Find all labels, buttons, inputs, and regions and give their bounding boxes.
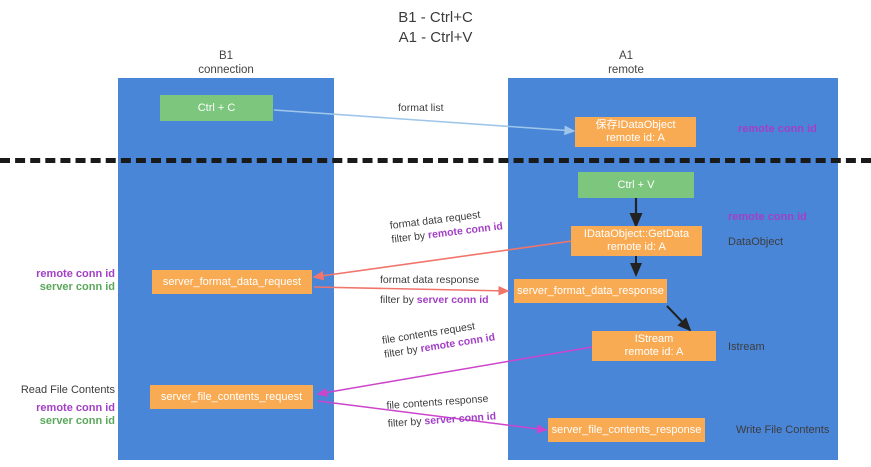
node-ctrl-c[interactable]: Ctrl + C <box>160 95 273 121</box>
node-istream-line1: IStream <box>634 333 674 345</box>
annotation-remote-conn-id-top-text: remote conn id <box>738 123 817 135</box>
edge-label-format-list: format list <box>398 101 444 115</box>
annotation-left-mid-green: server conn id <box>39 281 115 293</box>
node-server-format-data-request-label: server_format_data_request <box>162 275 302 288</box>
annotation-left-mid-purple: remote conn id <box>36 268 115 280</box>
page-title: B1 - Ctrl+C A1 - Ctrl+V <box>0 8 871 48</box>
edge-format-list-text: format list <box>398 102 444 114</box>
node-idataobject-getdata[interactable]: IDataObject::GetData remote id: A <box>571 226 702 256</box>
edge-fcres-key: server conn id <box>424 410 497 428</box>
edge-label-format-data-request: format data request filter by remote con… <box>389 205 504 246</box>
annotation-istream-text: Istream <box>728 341 765 353</box>
edge-file-contents-response-line2: filter by server conn id <box>387 409 496 431</box>
annotation-write-file-contents: Write File Contents <box>736 424 829 437</box>
node-save-dataobject[interactable]: 保存IDataObject remote id: A <box>575 117 696 147</box>
lane-title-b1: B1 connection <box>118 49 334 77</box>
node-server-format-data-response-label: server_format_data_response <box>517 284 664 297</box>
edge-format-data-response-line2: filter by server conn id <box>380 293 489 307</box>
edge-fdres-prefix: filter by <box>380 294 417 306</box>
node-server-format-data-request[interactable]: server_format_data_request <box>152 270 312 294</box>
node-server-file-contents-response-label: server_file_contents_response <box>551 423 702 436</box>
node-server-file-contents-response[interactable]: server_file_contents_response <box>548 418 705 442</box>
lane-a1-name: A1 <box>618 50 634 62</box>
annotation-left-bottom-purple: remote conn id <box>36 402 115 414</box>
node-server-file-contents-request[interactable]: server_file_contents_request <box>150 385 313 409</box>
node-istream[interactable]: IStream remote id: A <box>592 331 716 361</box>
annotation-remote-conn-id-mid: remote conn id <box>728 211 807 224</box>
node-ctrl-c-label: Ctrl + C <box>197 101 236 114</box>
annotation-remote-conn-id-top: remote conn id <box>738 123 817 136</box>
annotation-dataobject-text: DataObject <box>728 236 784 248</box>
edge-label-format-data-response: format data response filter by server co… <box>380 273 489 307</box>
node-server-file-contents-request-label: server_file_contents_request <box>160 390 303 403</box>
phase-divider <box>0 158 871 163</box>
annotation-read-file-contents: Read File Contents <box>0 384 115 397</box>
lane-title-a1: A1 remote <box>508 49 744 77</box>
annotation-write-file-contents-text: Write File Contents <box>736 424 830 436</box>
node-istream-line2: remote id: A <box>624 346 684 358</box>
annotation-read-file-contents-text: Read File Contents <box>20 384 115 396</box>
annotation-istream: Istream <box>728 341 765 354</box>
node-save-dataobject-line2: remote id: A <box>606 132 665 144</box>
lane-b1-role: connection <box>198 64 254 76</box>
edge-label-file-contents-request: file contents request filter by remote c… <box>381 316 496 361</box>
node-getdata-line2: remote id: A <box>607 241 666 253</box>
edge-label-file-contents-response: file contents response filter by server … <box>386 391 497 430</box>
edge-fdres-key: server conn id <box>416 294 489 306</box>
node-server-format-data-response[interactable]: server_format_data_response <box>514 279 667 303</box>
edge-format-data-response-line1: format data response <box>380 274 480 286</box>
lane-a1-role: remote <box>608 64 644 76</box>
annotation-left-bottom: remote conn id server conn id <box>0 402 115 428</box>
annotation-left-bottom-green: server conn id <box>39 415 115 427</box>
edge-fcres-prefix: filter by <box>387 415 425 430</box>
node-getdata-line1: IDataObject::GetData <box>583 228 690 240</box>
page-title-line2: A1 - Ctrl+V <box>398 29 473 46</box>
node-ctrl-v-label: Ctrl + V <box>617 178 655 191</box>
annotation-dataobject: DataObject <box>728 236 783 249</box>
page-title-line1: B1 - Ctrl+C <box>398 9 473 26</box>
annotation-remote-conn-id-mid-text: remote conn id <box>728 211 807 223</box>
node-ctrl-v[interactable]: Ctrl + V <box>578 172 694 198</box>
lane-b1-name: B1 <box>218 50 234 62</box>
edge-fdreq-prefix: filter by <box>390 229 429 246</box>
node-save-dataobject-line1: 保存IDataObject <box>595 119 676 131</box>
annotation-left-mid: remote conn id server conn id <box>0 268 115 294</box>
